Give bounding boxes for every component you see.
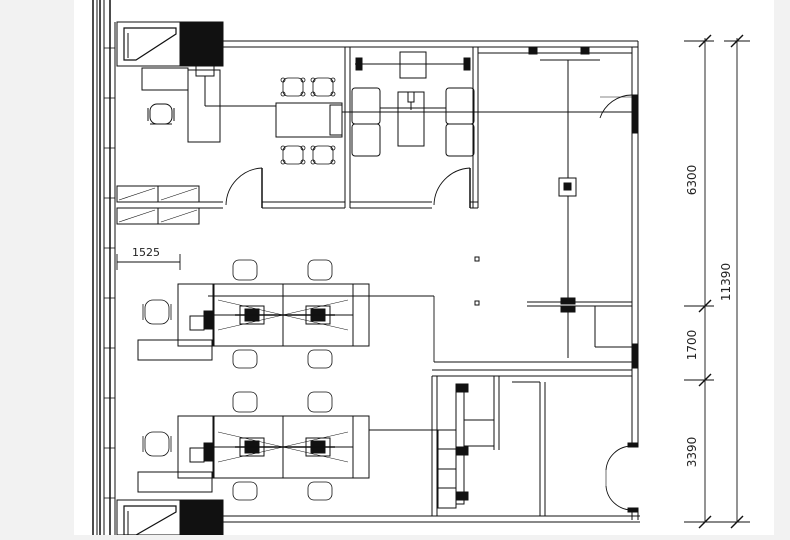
workstation-cluster-2 [137,415,456,493]
dim-label-3390: 3390 [685,437,699,468]
switch-panel [558,177,577,197]
drawing-sheet [74,0,774,535]
partition-top-right [478,47,632,298]
exterior-wall [92,0,116,535]
file-cabinet [116,185,200,225]
right-wall [631,47,639,520]
lounge-door [433,167,471,208]
dim-label-1525: 1525 [132,246,160,259]
sofa-set [351,87,475,157]
office-entrance-door [599,94,633,119]
dim-label-6300: 6300 [685,165,699,196]
workstation-cluster-1 [137,283,370,361]
partition-middle [527,297,632,358]
structural-column-top [116,21,224,67]
wall-cabinet [355,51,471,79]
office-door [225,167,263,208]
window-mullions [104,47,115,499]
top-wall [223,40,639,48]
entrance-double-door [605,442,639,513]
storage-shelving [437,383,494,509]
structural-column-bottom [116,499,224,536]
office-chair [147,103,175,125]
meeting-chairs [280,77,336,165]
lounge-room-walls [350,47,479,209]
dim-label-1700: 1700 [685,330,699,361]
workstation-1-chairs [142,259,333,369]
meeting-table [205,102,350,138]
cable-route [208,111,632,363]
storage-room-walls [431,369,632,516]
workstation-2-chairs [142,391,333,501]
dimension-lines [116,34,750,529]
dim-label-11390: 11390 [719,263,733,301]
ceiling-lights [474,256,480,306]
